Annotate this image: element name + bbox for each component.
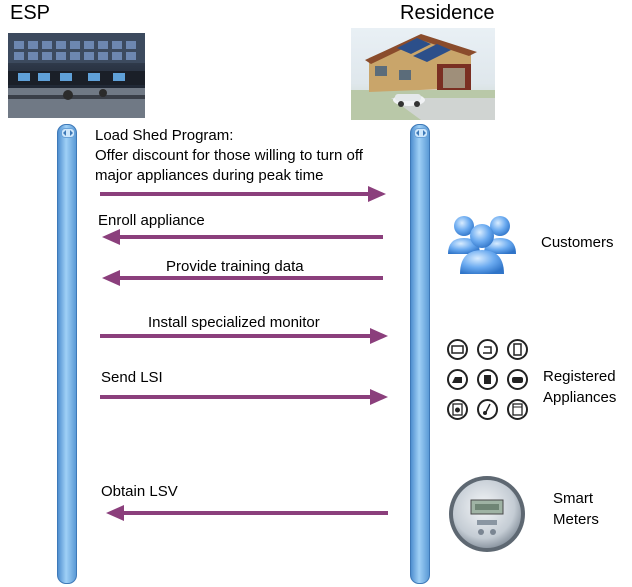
message-training-label: Provide training data — [166, 258, 304, 275]
arrow-load-shed — [100, 186, 386, 202]
arrow-obtain-lsv — [106, 505, 388, 521]
esp-header: ESP — [10, 2, 51, 24]
vacuum-icon — [477, 399, 498, 420]
customers-label: Customers — [541, 234, 614, 251]
residence-lifeline — [410, 124, 430, 584]
message-load-shed-label: Load Shed Program: Offer discount for th… — [95, 127, 363, 184]
washer-icon — [447, 399, 468, 420]
iron-icon — [447, 369, 468, 390]
lifeline-handle-icon — [61, 128, 75, 138]
residence-house-image — [351, 28, 495, 120]
message-install-label: Install specialized monitor — [148, 314, 320, 331]
smart-meter-icon — [447, 474, 527, 554]
message-obtain-lsv-label: Obtain LSV — [101, 483, 178, 500]
customers-icon — [444, 210, 522, 280]
smart-meters-label: Smart Meters — [553, 490, 599, 528]
arrow-training — [102, 270, 383, 286]
arrow-send-lsi — [100, 389, 388, 405]
arrow-install — [100, 328, 388, 344]
esp-lifeline — [57, 124, 77, 584]
esp-control-room-image — [8, 33, 145, 118]
microwave-icon — [447, 339, 468, 360]
appliances-icon — [447, 339, 533, 425]
registered-appliances-label: Registered Appliances — [543, 368, 617, 406]
toaster-icon — [507, 369, 528, 390]
coffee-maker-icon — [477, 369, 498, 390]
residence-header: Residence — [400, 2, 495, 24]
refrigerator-icon — [507, 339, 528, 360]
arrow-enroll — [102, 229, 383, 245]
message-enroll-label: Enroll appliance — [98, 212, 205, 229]
sewing-machine-icon — [477, 339, 498, 360]
dishwasher-icon — [507, 399, 528, 420]
lifeline-handle-icon — [414, 128, 428, 138]
message-send-lsi-label: Send LSI — [101, 369, 163, 386]
